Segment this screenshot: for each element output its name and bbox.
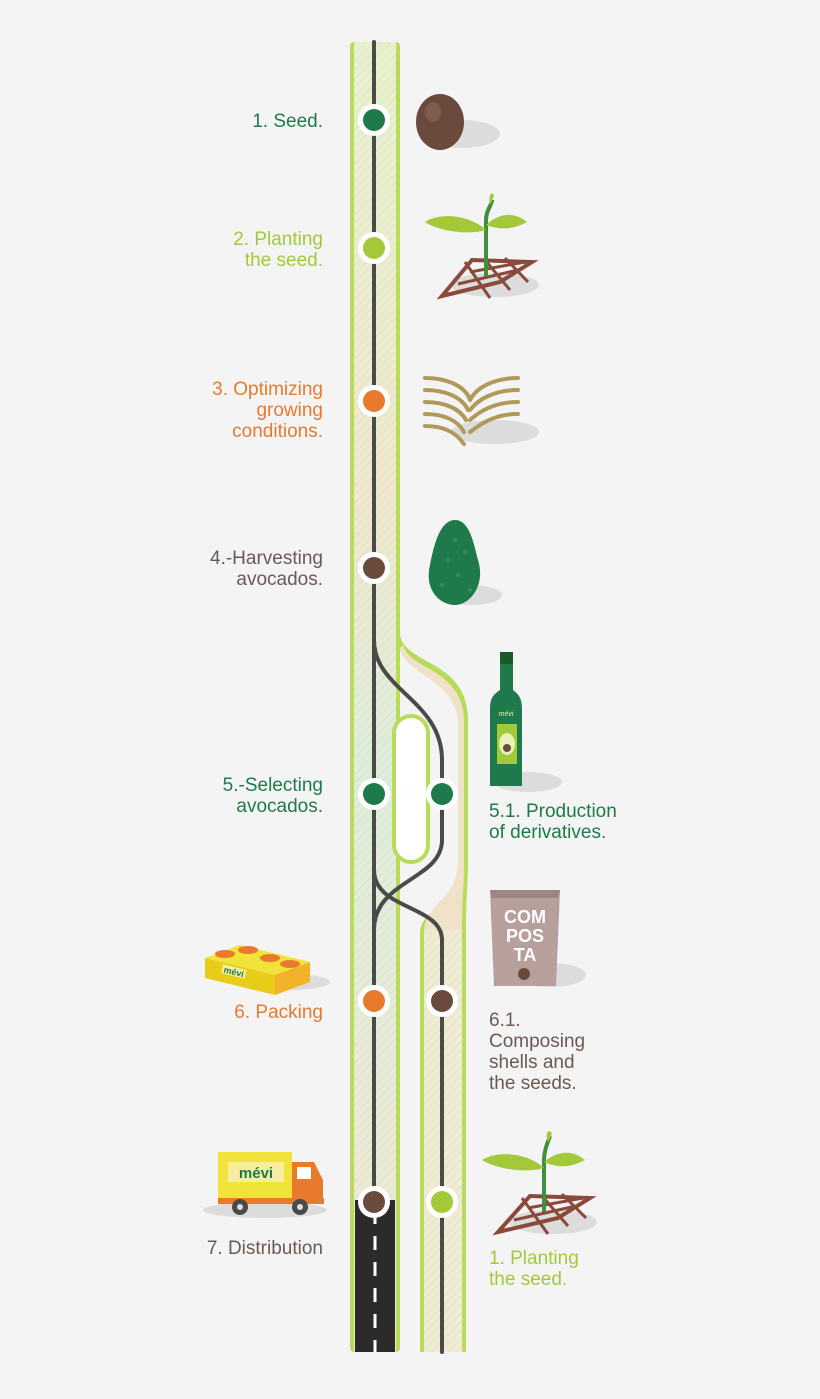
packing-box-icon: mévi [205, 945, 330, 995]
dot-harvesting [358, 552, 390, 584]
label-seed: 1. Seed. [252, 111, 323, 132]
wheat-icon [423, 376, 539, 446]
seed-icon [416, 94, 500, 150]
dot-replanting [426, 1186, 458, 1218]
dot-distribution [358, 1186, 390, 1218]
dot-composting [426, 985, 458, 1017]
svg-text:mévi: mévi [239, 1165, 273, 1182]
dot-derivatives [426, 778, 458, 810]
island [392, 714, 430, 864]
dot-planting [358, 232, 390, 264]
compost-text-3: TA [514, 945, 537, 965]
oil-bottle-icon: mévi [490, 652, 562, 792]
dot-selecting [358, 778, 390, 810]
sprout-icon [425, 193, 539, 300]
label-planting: 2. Planting the seed. [233, 229, 323, 271]
label-harvesting: 4.-Harvesting avocados. [210, 548, 323, 590]
compost-text-1: COM [504, 907, 546, 927]
compost-bag-icon: COM POS TA [490, 890, 586, 987]
compost-text-2: POS [506, 926, 544, 946]
label-distribution: 7. Distribution [206, 1238, 323, 1259]
label-optimizing: 3. Optimizing growing conditions. [212, 379, 323, 442]
label-composting: 6.1. Composing shells and the seeds. [489, 1010, 586, 1094]
delivery-truck-icon: mévi [203, 1152, 327, 1218]
dot-optimizing [358, 385, 390, 417]
dot-packing [358, 985, 390, 1017]
svg-text:mévi: mévi [499, 711, 514, 718]
sprout-icon-2 [482, 1131, 597, 1236]
label-selecting: 5.-Selecting avocados. [222, 775, 323, 817]
label-replanting: 1. Planting the seed. [489, 1248, 579, 1290]
label-packing: 6. Packing [234, 1002, 323, 1023]
svg-text:mévi: mévi [223, 965, 245, 980]
avocado-icon [428, 520, 502, 605]
label-derivatives: 5.1. Production of derivatives. [489, 801, 617, 843]
asphalt-road [355, 1200, 395, 1352]
dot-seed [358, 104, 390, 136]
step-dots [358, 104, 458, 1218]
